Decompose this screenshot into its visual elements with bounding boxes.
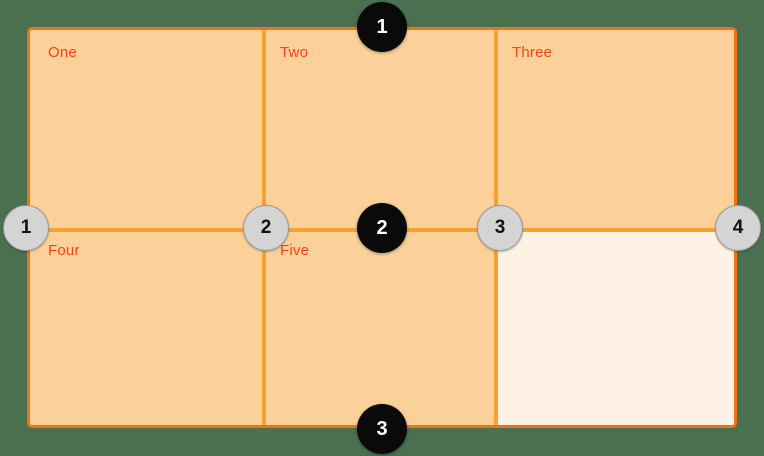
grid-cell-two[interactable]: Two — [262, 30, 494, 228]
grid-frame: One Two Three Four Five — [27, 27, 737, 428]
column-node-3[interactable]: 3 — [477, 205, 523, 251]
column-node-3-label: 3 — [494, 217, 506, 238]
row-node-1-label: 1 — [376, 15, 388, 38]
column-node-4[interactable]: 4 — [715, 205, 761, 251]
column-node-2-label: 2 — [260, 217, 272, 238]
grid-cell-one[interactable]: One — [30, 30, 262, 228]
grid-cells: One Two Three Four Five — [30, 30, 734, 425]
grid-cell-five[interactable]: Five — [262, 227, 494, 425]
row-node-2-label: 2 — [376, 216, 388, 239]
column-node-4-label: 4 — [732, 217, 744, 238]
column-node-2[interactable]: 2 — [243, 205, 289, 251]
column-node-1-label: 1 — [20, 217, 32, 238]
row-node-1[interactable]: 1 — [357, 2, 407, 52]
grid-cell-empty[interactable] — [494, 227, 734, 425]
cell-label-two: Two — [280, 44, 309, 61]
row-node-3-label: 3 — [376, 417, 388, 440]
cell-label-one: One — [48, 44, 77, 61]
row-node-3[interactable]: 3 — [357, 404, 407, 454]
column-node-1[interactable]: 1 — [3, 205, 49, 251]
cell-label-three: Three — [512, 44, 553, 61]
row-node-2[interactable]: 2 — [357, 203, 407, 253]
cell-label-five: Five — [280, 241, 310, 259]
grid-cell-four[interactable]: Four — [30, 227, 262, 425]
grid-cell-three[interactable]: Three — [494, 30, 734, 228]
cell-label-four: Four — [48, 241, 80, 259]
